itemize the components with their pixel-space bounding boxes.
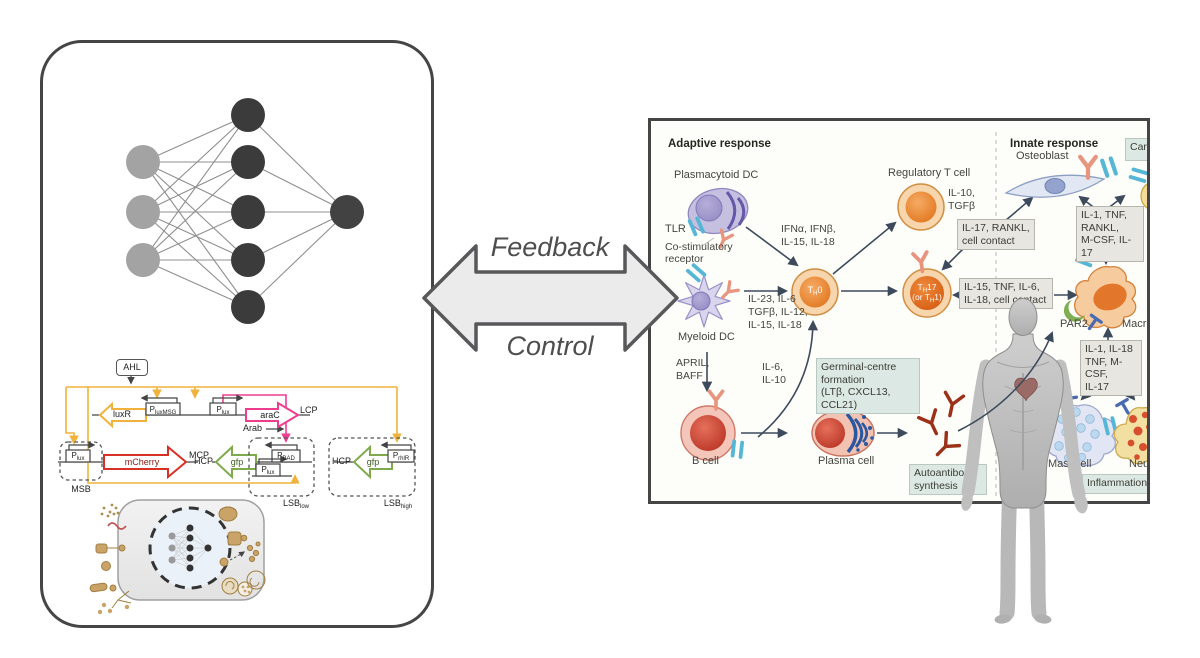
- ahl-label: AHL: [116, 359, 148, 376]
- module-boxes: [59, 437, 416, 497]
- gfp-low-gene-label: gfp: [230, 457, 244, 467]
- regulatory-t-cell-label: Regulatory T cell: [888, 167, 971, 179]
- th17-cell: [902, 250, 952, 318]
- il15-tnf-box: IL-15, TNF, IL-6, IL-18, cell contact: [959, 278, 1053, 309]
- il17-rankl-box: IL-17, RANKL, cell contact: [957, 219, 1035, 250]
- p-luxmsg-promoter: PluxMSG: [149, 405, 177, 416]
- neutrophil: [1113, 397, 1147, 465]
- par2-label: PAR2: [1060, 318, 1088, 330]
- osteoblast-label: Osteoblast: [1016, 150, 1069, 162]
- neural-network-edges: [142, 114, 348, 308]
- plasmacytoid-dc: [685, 187, 749, 252]
- th0-cell: [791, 268, 839, 316]
- il1-tnf-rankl-box: IL-1, TNF, RANKL, M-CSF, IL-17: [1076, 206, 1144, 262]
- p-lux-promoter: Plux: [216, 405, 230, 416]
- mcherry-arrow: [103, 444, 188, 480]
- secreted-speckles: [100, 503, 120, 518]
- plasma-cell-label: Plasma cell: [818, 455, 875, 467]
- gene-circuit-diagram: [58, 376, 416, 497]
- osteoblast: [1004, 156, 1119, 198]
- tlr-label: TLR: [665, 223, 686, 235]
- adaptive-response-header: Adaptive response: [668, 138, 771, 150]
- signal-arrows: [701, 194, 1136, 439]
- b-cell: [680, 389, 751, 462]
- immune-panel-content: Adaptive response Innate response Plasma…: [648, 118, 1147, 499]
- vesicle: [246, 570, 266, 590]
- april-baff-label: APRIL, BAFF: [676, 357, 710, 382]
- arab-label: Arab: [243, 423, 263, 433]
- export-arrow: [229, 551, 245, 561]
- promoter-symbols: [65, 394, 415, 477]
- hcp-high-label: HCP: [332, 456, 352, 466]
- mcherry-gene-label: mCherry: [124, 457, 160, 467]
- hcp-low-label: HCP: [194, 456, 214, 466]
- gfp-low-arrow: [214, 444, 257, 480]
- myeloid-dc-label: Myeloid DC: [678, 331, 735, 343]
- mrna-squiggle: [107, 522, 127, 530]
- feedback-label: Feedback: [490, 232, 610, 262]
- feedback-control-arrow: [422, 244, 679, 352]
- th0-cell-label: TH0: [807, 285, 823, 297]
- luxr-gene-label: luxR: [112, 409, 131, 419]
- p-lux-low-promoter: Plux: [261, 465, 275, 476]
- th17-cell-label: TH17 (or TH1): [912, 282, 942, 304]
- mcp-label: MCP: [189, 450, 209, 460]
- myeloid-dc: [677, 261, 740, 328]
- il1-il18-box: IL-1, IL-18 TNF, M-CSF, IL-17: [1080, 340, 1142, 396]
- gfp-high-gene-label: gfp: [366, 457, 380, 467]
- mini-network-nodes: [168, 524, 212, 572]
- gfp-high-arrow: [352, 444, 393, 480]
- p-bad-promoter: PBAD: [277, 451, 295, 462]
- macrophage-label: Macrophage: [1122, 318, 1147, 330]
- il10-tgfb-label: IL-10, TGFβ: [948, 187, 976, 212]
- neural-network-nodes: [126, 98, 364, 324]
- immune-graphics: [677, 132, 1147, 498]
- arac-arrow: [245, 401, 300, 429]
- neural-network-diagram: [126, 98, 364, 324]
- co-stimulatory-receptor-label: Co-stimulatory receptor: [665, 241, 733, 265]
- organelles: [89, 506, 261, 615]
- cartilage-cell: [1126, 162, 1147, 209]
- autoantibody-synthesis-box: Autoantibody synthesis: [909, 464, 987, 495]
- plasmacytoid-dc-label: Plasmacytoid DC: [674, 169, 759, 181]
- ifn-cytokines-label: IFNα, IFNβ, IL-15, IL-18: [781, 223, 836, 248]
- p-rhlr-promoter: PrhlR: [392, 451, 410, 462]
- lsb-low-tag: LSBlow: [282, 498, 310, 510]
- par2-receptor-icon: [1063, 300, 1085, 322]
- mast-cell-label: Mast cell: [1048, 458, 1092, 470]
- msb-p-lux-promoter: Plux: [71, 451, 85, 462]
- ahl-signal-wires: [65, 386, 402, 484]
- il6-il10-label: IL-6, IL-10: [762, 361, 786, 386]
- cell-illustration: [89, 499, 266, 615]
- msb-tag: MSB: [71, 484, 91, 494]
- b-cell-label: B cell: [692, 455, 719, 467]
- control-label: Control: [506, 331, 594, 361]
- innate-response-header: Innate response: [1010, 138, 1099, 150]
- neutrophil-label: Neutrophil: [1129, 458, 1147, 470]
- regulatory-t-cell: [897, 183, 945, 231]
- lsb-high-tag: LSBhigh: [383, 498, 413, 510]
- arac-gene-label: araC: [260, 410, 280, 420]
- macrophage: [1063, 246, 1137, 334]
- inflammation-box: Inflammation: [1082, 474, 1147, 494]
- plasma-cell: [811, 409, 875, 457]
- cartilage-box: Cartilage: [1125, 138, 1147, 161]
- lcp-label: LCP: [300, 405, 318, 415]
- il23-cytokines-label: IL-23, IL-6 TGFβ, IL-12, IL-15, IL-18: [748, 293, 808, 331]
- germinal-centre-box: Germinal-centre formation (LTβ, CXCL13, …: [816, 358, 920, 414]
